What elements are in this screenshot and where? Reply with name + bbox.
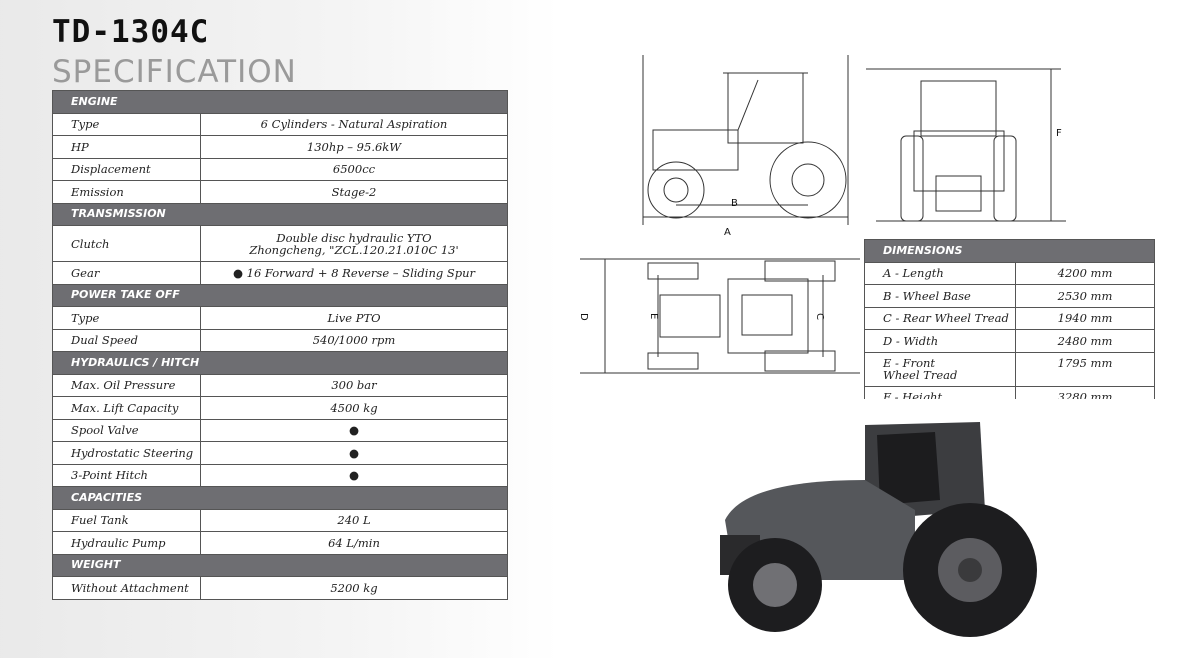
spec-value: 6500cc: [200, 157, 508, 181]
spec-label: Fuel Tank: [52, 508, 201, 532]
section-header: ENGINE: [52, 90, 508, 114]
spec-label: 3-Point Hitch: [52, 463, 201, 487]
dimension-value: 2480 mm: [1015, 329, 1155, 353]
spec-label: Max. Lift Capacity: [52, 396, 201, 420]
dimension-value: 3280 mm: [1015, 385, 1155, 399]
dimension-label: A - Length: [864, 261, 1016, 285]
spec-value: ● 16 Forward + 8 Reverse – Sliding Spur: [200, 261, 508, 285]
dimension-label: F - Height: [864, 385, 1016, 399]
spec-value: Stage-2: [200, 180, 508, 204]
dimension-value: 1940 mm: [1015, 306, 1155, 330]
spec-value: 5200 kg: [200, 576, 508, 600]
spec-value: ●: [200, 441, 508, 465]
spec-label: Displacement: [52, 157, 201, 181]
label-a: A: [724, 227, 731, 238]
spec-label: Dual Speed: [52, 328, 201, 352]
dimension-label: E - Front Wheel Tread: [864, 351, 1016, 387]
section-header: CAPACITIES: [52, 486, 508, 510]
spec-value: Live PTO: [200, 306, 508, 330]
spec-label: Emission: [52, 180, 201, 204]
spec-row: Hydrostatic Steering●: [52, 441, 508, 465]
spec-label: Type: [52, 112, 201, 136]
spec-value: ●: [200, 463, 508, 487]
spec-row: 3-Point Hitch●: [52, 463, 508, 487]
top-view-diagram: D E C: [580, 258, 860, 374]
spec-label: Hydrostatic Steering: [52, 441, 201, 465]
tractor-photo: [720, 422, 1037, 637]
dimension-label: D - Width: [864, 329, 1016, 353]
spec-value: 300 bar: [200, 373, 508, 397]
section-header: TRANSMISSION: [52, 202, 508, 226]
label-c: C: [814, 313, 825, 320]
spec-label: Spool Valve: [52, 418, 201, 442]
label-b: B: [731, 198, 738, 209]
dimension-value: 1795 mm: [1015, 351, 1155, 387]
label-d: D: [580, 313, 589, 321]
spec-label: Without Attachment: [52, 576, 201, 600]
dimension-value: 2530 mm: [1015, 284, 1155, 308]
label-e: E: [648, 313, 659, 319]
spec-row: Spool Valve●: [52, 418, 508, 442]
spec-value: ●: [200, 418, 508, 442]
page-subtitle: SPECIFICATION: [52, 54, 297, 90]
spec-value: 540/1000 rpm: [200, 328, 508, 352]
model-title: TD-1304C: [52, 14, 210, 50]
spec-label: Max. Oil Pressure: [52, 373, 201, 397]
front-view-diagram: F: [866, 68, 1066, 222]
section-header: HYDRAULICS / HITCH: [52, 351, 508, 375]
spec-value: 4500 kg: [200, 396, 508, 420]
spec-label: HP: [52, 135, 201, 159]
section-header: WEIGHT: [52, 553, 508, 577]
spec-value: 240 L: [200, 508, 508, 532]
spec-label: Type: [52, 306, 201, 330]
spec-row: Gear● 16 Forward + 8 Reverse – Sliding S…: [52, 261, 508, 285]
spec-value: Double disc hydraulic YTO Zhongcheng, "Z…: [200, 225, 508, 262]
spec-label: Hydraulic Pump: [52, 531, 201, 555]
dimension-label: B - Wheel Base: [864, 284, 1016, 308]
section-header: POWER TAKE OFF: [52, 283, 508, 307]
spec-value: 6 Cylinders - Natural Aspiration: [200, 112, 508, 136]
spec-label: Gear: [52, 261, 201, 285]
section-header: DIMENSIONS: [864, 239, 1155, 263]
label-f: F: [1056, 128, 1062, 139]
dimension-value: 4200 mm: [1015, 261, 1155, 285]
dimension-label: C - Rear Wheel Tread: [864, 306, 1016, 330]
spec-label: Clutch: [52, 225, 201, 262]
spec-value: 64 L/min: [200, 531, 508, 555]
spec-value: 130hp – 95.6kW: [200, 135, 508, 159]
side-view-diagram: B A: [642, 55, 849, 238]
